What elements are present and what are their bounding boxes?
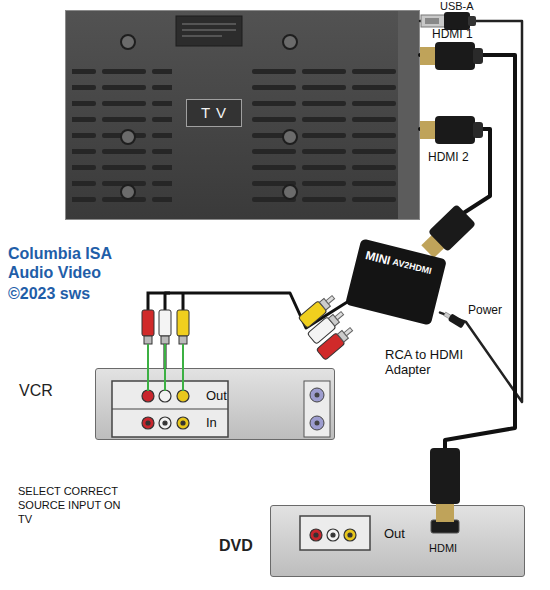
hdmi-plug-body [435, 42, 475, 70]
usb-power-cable [420, 21, 522, 402]
rca-plug-collar [337, 330, 348, 342]
hdmi-plug-body [435, 116, 475, 144]
rca-plug-collar [328, 314, 339, 326]
rca-cable [165, 293, 352, 368]
port-label: HDMI 2 [428, 150, 469, 164]
rca-plug-boot [307, 317, 336, 344]
tv-back-panel: T V [65, 10, 420, 220]
instruction-note: SELECT CORRECT SOURCE INPUT ON TV [18, 484, 122, 526]
rca-plug-collar [179, 336, 187, 344]
device-label: T V [186, 99, 242, 127]
rca-plug-boot [177, 310, 189, 336]
dvd-player: DVDOutHDMI [270, 505, 525, 577]
rca-cable [148, 293, 183, 312]
vcr-unit: VCROutIn [95, 368, 335, 440]
rca-plug [316, 324, 356, 360]
port-label: Out [206, 388, 227, 404]
port-label: In [206, 415, 217, 431]
rca-hdmi-adapter: MINIAV2HDMIRCA to HDMI Adapter [352, 248, 440, 316]
hdmi-plug-body [428, 204, 476, 252]
device-name: DVD [219, 536, 253, 555]
rca-plug [307, 308, 347, 344]
rca-plug-collar [319, 298, 330, 310]
vcr-rca-plugs [142, 310, 189, 344]
hdmi-plug-body [430, 448, 460, 504]
rca-plug-pin [344, 328, 353, 336]
hdmi-plug-tip [420, 121, 436, 139]
rca-plug [298, 292, 338, 328]
usb-plug-tip [421, 15, 445, 27]
port-label: HDMI 1 [432, 27, 473, 41]
diagram-title: Columbia ISA Audio Video [8, 244, 126, 282]
device-caption: RCA to HDMI Adapter [385, 347, 477, 377]
power-plug [443, 310, 466, 328]
rca-plug-boot [316, 333, 345, 360]
rca-plug-boot [142, 310, 154, 336]
rca-plug-collar [144, 336, 152, 344]
port-label: Power [468, 303, 502, 317]
port-label: USB-A [440, 0, 474, 13]
usb-plug-boot [468, 16, 476, 26]
hdmi-plug-boot [473, 48, 483, 64]
rca-plug-boot [298, 301, 327, 328]
rca-plug-pin [326, 296, 335, 304]
rca-plug-boot [159, 310, 171, 336]
usb-plug-tip [425, 18, 439, 24]
hdmi-cable [420, 129, 490, 248]
port-label: Out [384, 526, 405, 542]
device-body: MINIAV2HDMI [345, 238, 447, 325]
device-model: AV2HDMI [391, 257, 432, 277]
hdmi-plug-boot [473, 122, 483, 138]
rca-plug-pin [335, 312, 344, 320]
rca-plug-collar [161, 336, 169, 344]
hdmi-plug-tip [420, 47, 436, 65]
power-plug-body [448, 313, 466, 328]
power-plug-tip [444, 312, 451, 319]
device-brand: MINI [364, 248, 392, 268]
hdmi-plug [418, 204, 476, 262]
device-name: VCR [19, 381, 53, 400]
copyright-note: ©2023 sws [8, 284, 90, 303]
port-label: HDMI [429, 542, 457, 555]
